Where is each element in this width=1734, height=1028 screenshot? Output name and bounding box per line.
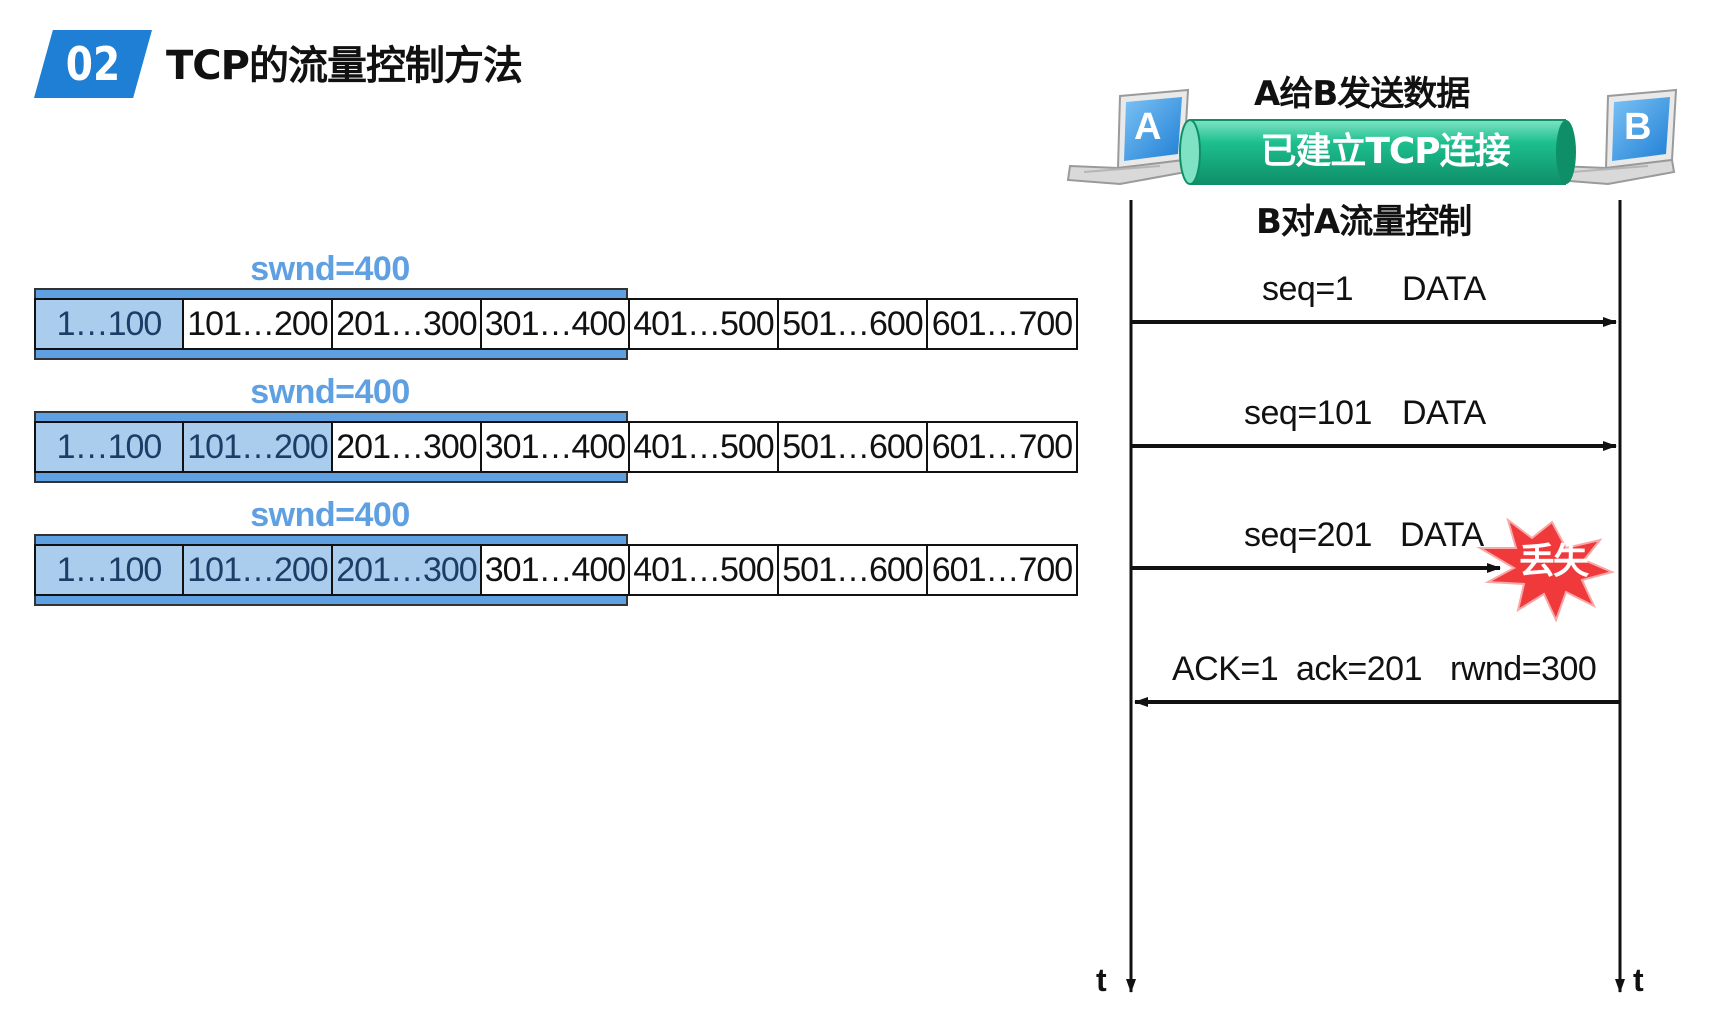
message-seq-label: seq=1	[1262, 270, 1354, 308]
host-b-label: B	[1624, 106, 1652, 148]
laptop-a-icon	[1066, 88, 1190, 186]
connection-label: 已建立TCP连接	[1260, 131, 1510, 172]
message-kind-label: DATA	[1402, 394, 1486, 432]
ack-number-label: ack=201	[1296, 650, 1423, 688]
segment-cell: 301…400	[482, 300, 630, 348]
segment-cell: 201…300	[333, 546, 482, 594]
segment-cell: 1…100	[36, 546, 184, 594]
segment-cell: 101…200	[184, 300, 333, 348]
swnd-label-3: swnd=400	[250, 496, 410, 534]
page-title: TCP的流量控制方法	[166, 43, 523, 89]
segment-cell: 301…400	[482, 423, 630, 471]
segment-cell: 501…600	[779, 423, 928, 471]
lost-label: 丢失	[1518, 541, 1589, 582]
message-kind-label: DATA	[1400, 516, 1484, 554]
segment-cell: 601…700	[928, 300, 1076, 348]
time-label-b: t	[1633, 962, 1644, 998]
segment-cell: 101…200	[184, 423, 333, 471]
message-kind-label: DATA	[1402, 270, 1486, 308]
sequence-row-1: 1…100 101…200 201…300 301…400 401…500 50…	[34, 298, 1078, 350]
rwnd-label: rwnd=300	[1450, 650, 1597, 688]
segment-cell: 401…500	[630, 546, 779, 594]
segment-cell: 601…700	[928, 423, 1076, 471]
segment-cell: 401…500	[630, 423, 779, 471]
swnd-label-2: swnd=400	[250, 373, 410, 411]
message-seq-label: seq=101	[1244, 394, 1372, 432]
segment-cell: 401…500	[630, 300, 779, 348]
swnd-label-1: swnd=400	[250, 250, 410, 288]
segment-cell: 601…700	[928, 546, 1076, 594]
sequence-row-2: 1…100 101…200 201…300 301…400 401…500 50…	[34, 421, 1078, 473]
segment-cell: 101…200	[184, 546, 333, 594]
laptop-b-icon	[1554, 88, 1678, 186]
time-label-a: t	[1096, 962, 1107, 998]
segment-cell: 201…300	[333, 423, 482, 471]
section-number: 02	[65, 37, 121, 91]
segment-cell: 501…600	[779, 546, 928, 594]
tcp-connection-tube	[1179, 119, 1576, 185]
segment-cell: 1…100	[36, 300, 184, 348]
segment-cell: 501…600	[779, 300, 928, 348]
lost-burst-icon	[1476, 517, 1616, 623]
host-a-label: A	[1134, 106, 1162, 148]
diagram-title-top: A给B发送数据	[1254, 74, 1470, 114]
section-badge	[34, 30, 152, 98]
ack-flag-label: ACK=1	[1172, 650, 1279, 688]
diagram-title-bottom: B对A流量控制	[1256, 202, 1472, 242]
message-seq-label: seq=201	[1244, 516, 1372, 554]
segment-cell: 201…300	[333, 300, 482, 348]
segment-cell: 301…400	[482, 546, 630, 594]
sequence-row-3: 1…100 101…200 201…300 301…400 401…500 50…	[34, 544, 1078, 596]
segment-cell: 1…100	[36, 423, 184, 471]
